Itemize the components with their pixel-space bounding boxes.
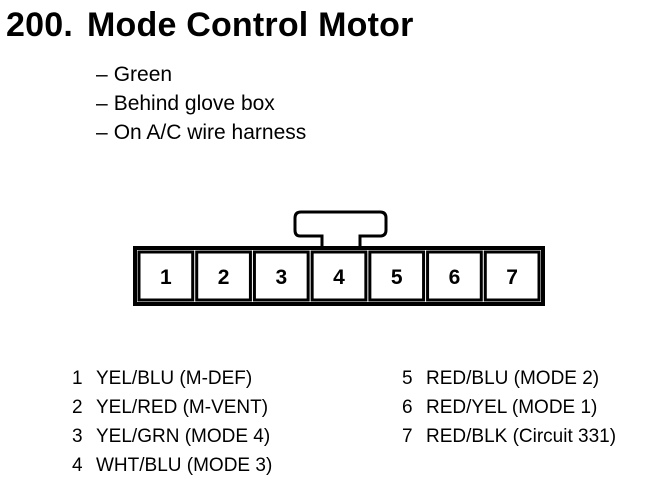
note-harness: –On A/C wire harness [96,118,306,147]
legend-wire: YEL/RED (M-VENT) [96,397,269,418]
pin-label-5: 5 [391,266,403,289]
pin-label-1: 1 [160,266,172,289]
pin-cavity-5 [368,250,426,302]
legend-row: 1 YEL/BLU (M-DEF) [72,364,272,393]
legend-pin: 2 [72,397,83,418]
legend-pin: 1 [72,368,83,389]
legend-pin: 3 [72,426,83,447]
note-color: –Green [96,60,306,89]
legend-row: 7 RED/BLK (Circuit 331) [402,422,616,451]
legend-row: 2 YEL/RED (M-VENT) [72,393,272,422]
legend-wire: YEL/BLU (M-DEF) [96,368,253,389]
pin-cavity-4 [310,250,368,302]
legend-pin: 6 [402,397,413,418]
pin-cavity-2 [195,250,252,302]
title-text: Mode Control Motor [86,6,414,44]
legend-row: 4 WHT/BLU (MODE 3) [72,451,272,480]
pin-cavity-3 [252,250,310,302]
pin-label-2: 2 [218,266,230,289]
note-dash: – [96,92,108,115]
pin-label-6: 6 [449,266,461,289]
connector-lock-tab [293,210,388,252]
pin-label-7: 7 [506,266,518,289]
page-title: 200. Mode Control Motor [6,6,414,45]
note-text: On A/C wire harness [113,121,307,144]
legend-wire: RED/YEL (MODE 1) [426,397,598,418]
legend-pin: 7 [402,426,413,447]
pin-cavity-7 [483,250,541,302]
note-location: –Behind glove box [96,89,306,118]
legend-row: 5 RED/BLU (MODE 2) [402,364,616,393]
title-number: 200. [6,6,73,44]
legend-wire: YEL/GRN (MODE 4) [96,426,271,447]
note-dash: – [96,121,108,144]
pin-label-3: 3 [275,266,287,289]
legend-wire: RED/BLU (MODE 2) [426,368,600,389]
pin-cavity-6 [426,250,483,302]
legend-wire: RED/BLK (Circuit 331) [426,426,617,447]
pin-label-4: 4 [333,266,345,289]
pin-cavity-1 [137,250,195,302]
legend-pin: 4 [72,455,83,476]
legend-row: 6 RED/YEL (MODE 1) [402,393,616,422]
legend-left: 1 YEL/BLU (M-DEF) 2 YEL/RED (M-VENT) 3 YEL/… [72,364,272,480]
note-dash: – [96,63,108,86]
legend-wire: WHT/BLU (MODE 3) [96,455,273,476]
connector-notes: –Green –Behind glove box –On A/C wire ha… [96,60,306,147]
legend-pin: 5 [402,368,413,389]
note-text: Behind glove box [113,92,275,115]
connector-pins: 1 2 3 4 5 6 7 [137,250,541,302]
legend-right: 5 RED/BLU (MODE 2) 6 RED/YEL (MODE 1) 7 RED… [402,364,616,451]
legend-row: 3 YEL/GRN (MODE 4) [72,422,272,451]
note-text: Green [113,63,173,86]
